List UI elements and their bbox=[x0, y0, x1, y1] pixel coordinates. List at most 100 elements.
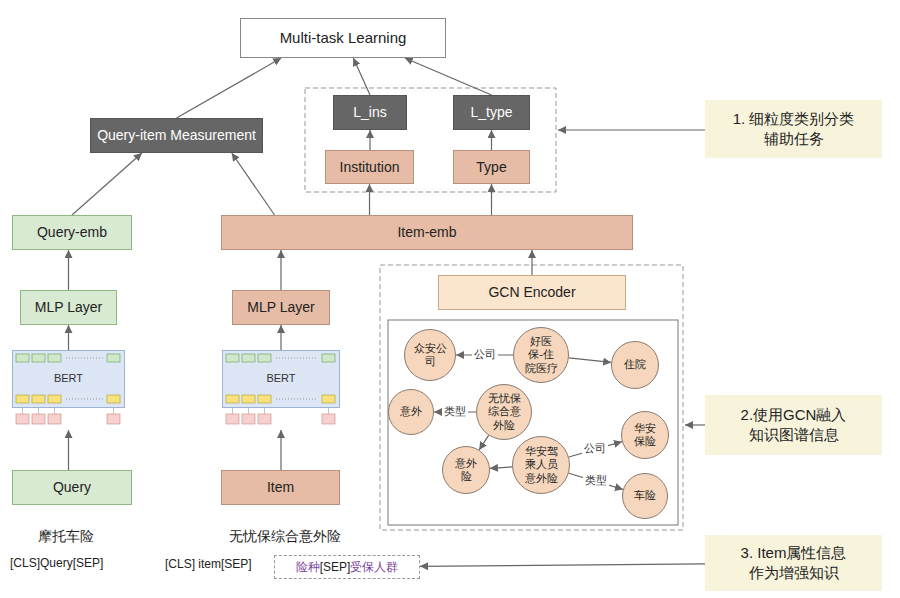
edge-label: 类型 bbox=[583, 475, 609, 488]
box-label: Institution bbox=[340, 158, 400, 177]
input-token bbox=[226, 414, 239, 424]
graph-entity: 车险 bbox=[622, 473, 668, 519]
output-token bbox=[242, 354, 255, 362]
token-link bbox=[113, 408, 114, 414]
box-label: Query bbox=[53, 478, 91, 497]
embedding-token bbox=[322, 395, 335, 403]
token-link bbox=[54, 408, 55, 414]
dashed-group bbox=[380, 265, 683, 530]
entity-label: 住院 bbox=[624, 358, 646, 371]
connector-arrow bbox=[280, 430, 281, 470]
embedding-token bbox=[226, 395, 239, 403]
token-link bbox=[264, 408, 265, 414]
connector-arrow bbox=[177, 58, 282, 118]
box-label: MLP Layer bbox=[247, 298, 314, 317]
box-label: L_ins bbox=[353, 103, 386, 122]
embedding-token bbox=[258, 395, 271, 403]
callout-arrow bbox=[558, 129, 706, 130]
connector-arrow bbox=[491, 130, 492, 150]
graph-entity: 意外 bbox=[388, 389, 434, 435]
caption-text: 无忧保综合意外险 bbox=[229, 528, 341, 546]
embedding-token bbox=[48, 395, 61, 403]
edge-label: 类型 bbox=[442, 405, 468, 418]
connector-arrow bbox=[68, 250, 69, 290]
connector-arrow bbox=[353, 58, 370, 95]
graph-panel bbox=[388, 320, 678, 525]
attribute-box: 险种[SEP]受保人群 bbox=[274, 555, 420, 579]
box-label: [SEP] bbox=[320, 559, 351, 575]
callout-arrow bbox=[685, 424, 706, 425]
output-token bbox=[107, 354, 120, 362]
bert-illustration bbox=[222, 350, 340, 430]
input-token bbox=[322, 414, 335, 424]
embedding-token bbox=[32, 395, 45, 403]
bert-body bbox=[13, 351, 125, 408]
box-label: MLP Layer bbox=[35, 298, 102, 317]
callout-text: 3. Item属性信息 作为增强知识 bbox=[713, 543, 874, 584]
input-token bbox=[48, 414, 61, 424]
output-token bbox=[258, 354, 271, 362]
ellipsis-dots bbox=[276, 358, 318, 359]
output-token bbox=[226, 354, 239, 362]
loss-box: Query-item Measurement bbox=[90, 118, 263, 153]
callout-box: 2.使用GCN融入 知识图谱信息 bbox=[705, 395, 882, 455]
ellipsis-dots bbox=[66, 358, 103, 359]
box-label: Query-emb bbox=[37, 223, 107, 242]
loss-box: L_type bbox=[453, 95, 530, 130]
connector-arrow bbox=[491, 184, 492, 215]
token-link bbox=[248, 408, 249, 414]
ellipsis-dots bbox=[276, 399, 318, 400]
callout-text: 2.使用GCN融入 知识图谱信息 bbox=[713, 405, 874, 446]
entity-label: 意外 bbox=[400, 405, 422, 418]
token-link bbox=[232, 408, 233, 414]
caption-text: [CLS]Query[SEP] bbox=[10, 556, 103, 570]
connector-arrow bbox=[569, 442, 622, 457]
ellipsis-dots bbox=[66, 399, 103, 400]
token-link bbox=[38, 408, 39, 414]
bert-illustration bbox=[12, 350, 125, 430]
entity-label: 众安公 司 bbox=[412, 342, 448, 368]
connector-arrow bbox=[369, 130, 370, 150]
query-box: Query bbox=[12, 470, 132, 505]
graph-entity: 意外 险 bbox=[442, 446, 490, 494]
connector-arrow bbox=[68, 325, 69, 350]
input-token bbox=[16, 414, 29, 424]
query-box: Query-emb bbox=[12, 215, 132, 250]
graph-entity: 住院 bbox=[611, 341, 659, 389]
input-token bbox=[32, 414, 45, 424]
connector-arrow bbox=[490, 467, 512, 468]
bert-body bbox=[223, 351, 340, 408]
connector-arrow bbox=[531, 250, 532, 275]
connector-arrow bbox=[72, 153, 142, 215]
entity-label: 意外 险 bbox=[448, 457, 484, 483]
box-label: GCN Encoder bbox=[488, 283, 575, 302]
input-token bbox=[242, 414, 255, 424]
item-box: Item-emb bbox=[221, 215, 633, 250]
graph-entity: 无忧保 综合意 外险 bbox=[476, 384, 532, 440]
box-label: 险种 bbox=[296, 559, 320, 575]
output-token bbox=[322, 354, 335, 362]
box-label: Item-emb bbox=[397, 223, 456, 242]
connector-arrow bbox=[420, 564, 705, 567]
connector-arrow bbox=[68, 430, 69, 470]
box-label: Multi-task Learning bbox=[280, 28, 407, 48]
dashed-group bbox=[305, 88, 556, 192]
connector-arrow bbox=[280, 325, 281, 350]
callout-box: 3. Item属性信息 作为增强知识 bbox=[705, 535, 882, 591]
embedding-token bbox=[16, 395, 29, 403]
bert-block: BERT bbox=[12, 350, 125, 430]
connector-arrow bbox=[369, 184, 370, 215]
graph-entity: 华安驾 乘人员 意外险 bbox=[512, 436, 570, 494]
connector-arrow bbox=[569, 358, 611, 362]
output-token bbox=[48, 354, 61, 362]
token-link bbox=[22, 408, 23, 414]
box-label: Query-item Measurement bbox=[97, 126, 256, 145]
graph-entity: 好医 保-住 院医疗 bbox=[513, 327, 569, 383]
box-label: Item bbox=[267, 478, 294, 497]
entity-label: 华安驾 乘人员 意外险 bbox=[523, 445, 559, 485]
caption-text: 摩托车险 bbox=[38, 528, 94, 546]
connector-arrow bbox=[569, 473, 623, 489]
output-box: Multi-task Learning bbox=[240, 18, 446, 58]
embedding-token bbox=[242, 395, 255, 403]
